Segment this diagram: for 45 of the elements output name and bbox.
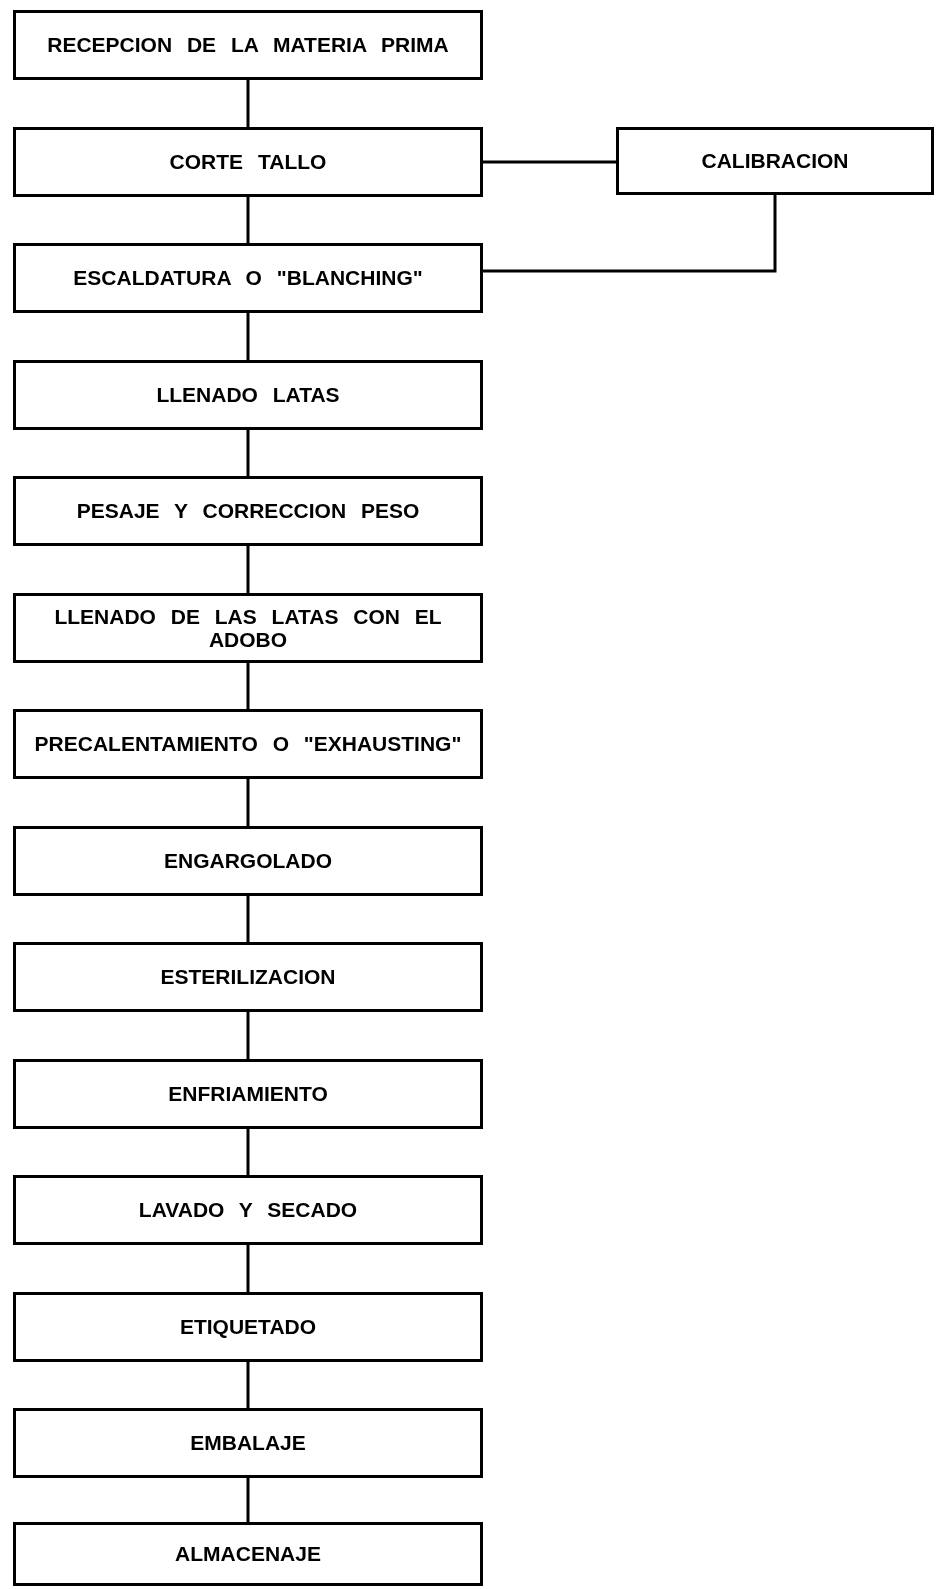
step-label: ETIQUETADO [178, 1315, 318, 1339]
process-box [13, 709, 483, 779]
step-label: LAVADO Y SECADO [137, 1198, 359, 1222]
process-box [13, 243, 483, 313]
step-label: EMBALAJE [189, 1431, 307, 1455]
connector-line [246, 1129, 250, 1175]
step-label: RECEPCION DE LA MATERIA PRIMA [46, 33, 450, 57]
process-box [13, 127, 483, 197]
step-label: PESAJE Y CORRECCION PESO [75, 499, 421, 523]
process-box [13, 593, 483, 663]
process-box [13, 10, 483, 80]
connector-line [246, 197, 250, 243]
process-box [13, 1175, 483, 1245]
process-box [13, 1522, 483, 1586]
step-label: ENFRIAMIENTO [167, 1082, 329, 1106]
connector-line [246, 779, 250, 826]
connector-line [246, 313, 250, 360]
connector-line [483, 195, 777, 273]
process-box [13, 826, 483, 896]
step-label: ESTERILIZACION [159, 965, 337, 989]
connector-line [483, 160, 616, 164]
connector-line [246, 546, 250, 593]
connector-line [246, 1012, 250, 1059]
process-box [616, 127, 934, 195]
step-label: CORTE TALLO [168, 150, 328, 174]
process-box [13, 942, 483, 1012]
connector-line [246, 80, 250, 127]
connector-line [246, 1478, 250, 1522]
step-label: CALIBRACION [700, 149, 850, 173]
process-box [13, 1408, 483, 1478]
step-label: ALMACENAJE [174, 1542, 322, 1566]
process-box [13, 1292, 483, 1362]
connector-line [246, 1245, 250, 1292]
process-box [13, 476, 483, 546]
connector-line [246, 896, 250, 942]
step-label: LLENADO DE LAS LATAS CON EL ADOBO [53, 604, 443, 652]
connector-line [246, 430, 250, 476]
step-label: LLENADO LATAS [155, 383, 341, 407]
connector-line [246, 663, 250, 709]
process-box [13, 1059, 483, 1129]
connector-line [246, 1362, 250, 1408]
process-box [13, 360, 483, 430]
step-label: ESCALDATURA O "BLANCHING" [72, 266, 424, 290]
step-label: PRECALENTAMIENTO O "EXHAUSTING" [33, 732, 463, 756]
step-label: ENGARGOLADO [163, 849, 333, 873]
